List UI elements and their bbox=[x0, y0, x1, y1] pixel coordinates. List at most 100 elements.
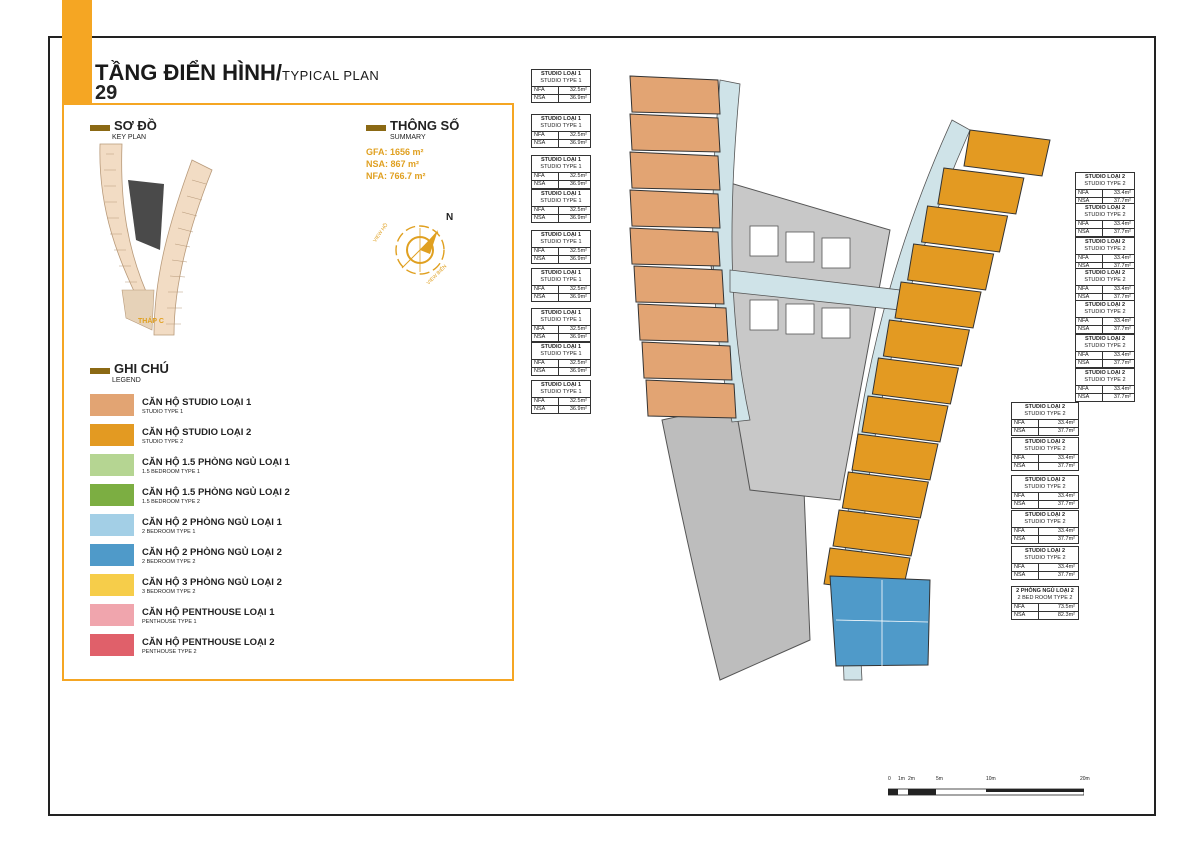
studio-type2-unit bbox=[907, 243, 995, 291]
studio-type2-unit bbox=[894, 281, 982, 329]
unit-type-sub: STUDIO TYPE 2 bbox=[1084, 309, 1126, 315]
heading-marker bbox=[90, 125, 110, 131]
unit-nfa-value: 33.4m² bbox=[1057, 455, 1075, 461]
unit-nfa-value: 33.4m² bbox=[1057, 564, 1075, 570]
summary-nsa: NSA: 867 m² bbox=[366, 159, 420, 169]
unit-nfa-value: 32.5m² bbox=[569, 132, 587, 138]
unit-type-sub: STUDIO TYPE 1 bbox=[540, 239, 582, 245]
legend-sublabel: STUDIO TYPE 1 bbox=[142, 409, 184, 415]
unit-nsa-value: 37.7m² bbox=[1113, 394, 1131, 400]
unit-type-title: STUDIO LOẠI 2 bbox=[1084, 205, 1126, 211]
unit-nfa-value: 33.4m² bbox=[1057, 420, 1075, 426]
unit-type-sub: STUDIO TYPE 1 bbox=[540, 277, 582, 283]
unit-type-title: STUDIO LOẠI 1 bbox=[540, 382, 582, 388]
unit-nsa-value: 36.9m² bbox=[569, 215, 587, 221]
studio-type2-unit bbox=[851, 433, 939, 481]
unit-nfa-value: 33.4m² bbox=[1113, 255, 1131, 261]
unit-nsa-value: 36.9m² bbox=[569, 368, 587, 374]
unit-nsa-value: 36.9m² bbox=[569, 294, 587, 300]
studio-type2-unit bbox=[882, 319, 970, 367]
unit-type-title: STUDIO LOẠI 1 bbox=[540, 270, 582, 276]
unit-type-title: STUDIO LOẠI 1 bbox=[540, 191, 582, 197]
studio-type2-unit bbox=[861, 395, 949, 443]
unit-type-sub: STUDIO TYPE 2 bbox=[1024, 555, 1066, 561]
unit-type-sub: STUDIO TYPE 2 bbox=[1024, 484, 1066, 490]
legend-swatch bbox=[90, 394, 134, 416]
summary-title: THÔNG SỐ bbox=[390, 118, 460, 133]
scale-tick-label: 10m bbox=[986, 776, 996, 782]
unit-nfa-value: 33.4m² bbox=[1057, 493, 1075, 499]
legend-label: CĂN HỘ 1.5 PHÒNG NGỦ LOẠI 2 bbox=[142, 487, 290, 498]
unit-type-title: STUDIO LOẠI 2 bbox=[1024, 512, 1066, 518]
unit-nfa-value: 33.4m² bbox=[1113, 318, 1131, 324]
legend-swatch bbox=[90, 604, 134, 626]
unit-nfa-value: 73.5m² bbox=[1057, 604, 1075, 610]
unit-type-sub: STUDIO TYPE 2 bbox=[1084, 246, 1126, 252]
legend-sublabel: 1.5 BEDROOM TYPE 2 bbox=[142, 499, 200, 505]
legend-swatch bbox=[90, 424, 134, 446]
unit-nfa-value: 32.5m² bbox=[569, 398, 587, 404]
unit-type-title: STUDIO LOẠI 1 bbox=[540, 310, 582, 316]
unit-type-sub: 2 BED ROOM TYPE 2 bbox=[1017, 595, 1073, 601]
studio-type1-unit bbox=[629, 189, 721, 229]
unit-nsa-value: 36.9m² bbox=[569, 256, 587, 262]
floor-plan bbox=[629, 75, 1051, 681]
page-title: TẦNG ĐIỂN HÌNH/TYPICAL PLAN bbox=[95, 60, 379, 86]
unit-type-sub: STUDIO TYPE 1 bbox=[540, 351, 582, 357]
unit-nfa-value: 32.5m² bbox=[569, 286, 587, 292]
summary-subtitle: SUMMARY bbox=[390, 134, 426, 141]
unit-nfa-value: 32.5m² bbox=[569, 360, 587, 366]
unit-nsa-value: 36.9m² bbox=[569, 406, 587, 412]
unit-type-sub: STUDIO TYPE 2 bbox=[1084, 377, 1126, 383]
studio-type1-unit bbox=[629, 75, 721, 115]
unit-type-sub: STUDIO TYPE 2 bbox=[1084, 181, 1126, 187]
unit-nfa-value: 32.5m² bbox=[569, 173, 587, 179]
page-frame bbox=[48, 36, 1156, 816]
unit-type-title: STUDIO LOẠI 2 bbox=[1024, 477, 1066, 483]
legend-sublabel: PENTHOUSE TYPE 1 bbox=[142, 619, 197, 625]
unit-nsa-value: 37.7m² bbox=[1057, 428, 1075, 434]
unit-type-sub: STUDIO TYPE 2 bbox=[1084, 277, 1126, 283]
unit-nfa-value: 32.5m² bbox=[569, 326, 587, 332]
unit-type-sub: STUDIO TYPE 2 bbox=[1084, 212, 1126, 218]
heading-marker bbox=[90, 368, 110, 374]
unit-nsa-value: 36.9m² bbox=[569, 140, 587, 146]
unit-nfa-value: 33.4m² bbox=[1113, 352, 1131, 358]
studio-type2-unit bbox=[841, 471, 929, 519]
legend-sublabel: 2 BEDROOM TYPE 2 bbox=[142, 559, 196, 565]
